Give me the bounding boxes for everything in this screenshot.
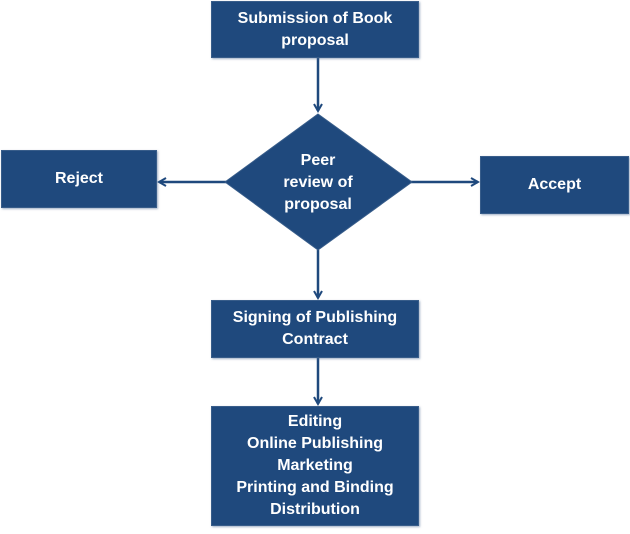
node-signing-line-2: Contract — [282, 331, 348, 348]
node-production-line-5: Distribution — [270, 501, 360, 518]
node-submission-line-2: proposal — [281, 31, 349, 49]
node-reject: Reject — [1, 150, 157, 208]
decision-diamond-review — [224, 113, 413, 251]
node-submission-line-1: Submission of Book — [237, 9, 393, 27]
node-review: Peer review of proposal — [250, 148, 386, 218]
node-production-line-1: Editing — [287, 413, 343, 430]
node-production-line-2: Online Publishing — [247, 435, 383, 452]
node-production-line-3: Marketing — [277, 457, 353, 474]
node-review-line-3: proposal — [284, 196, 352, 213]
node-production: Editing Online Publishing Marketing Prin… — [211, 406, 419, 526]
node-accept-label: Accept — [527, 176, 582, 193]
node-review-line-2: review of — [283, 174, 353, 191]
node-production-line-4: Printing and Binding — [236, 479, 394, 496]
node-accept: Accept — [480, 156, 629, 214]
node-submission: Submission of Book proposal — [211, 1, 419, 58]
node-signing: Signing of Publishing Contract — [211, 300, 419, 358]
node-signing-line-1: Signing of Publishing — [232, 309, 398, 326]
node-reject-label: Reject — [54, 170, 104, 187]
node-review-line-1: Peer — [300, 152, 336, 169]
